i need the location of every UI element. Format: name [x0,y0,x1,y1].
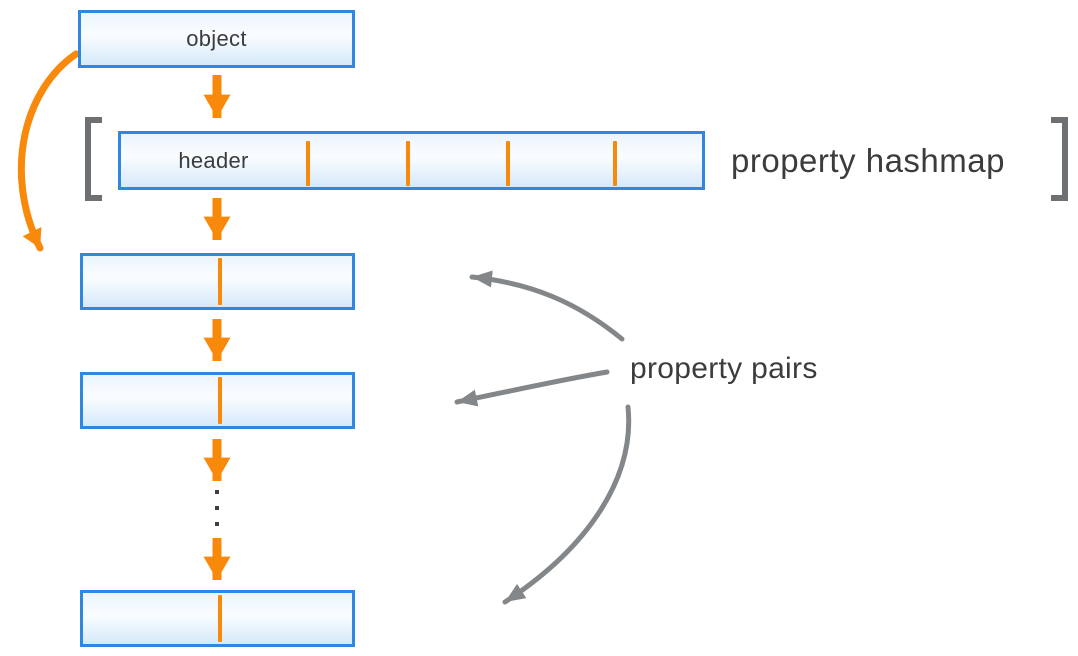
object-box: object [78,10,355,68]
hashmap-slot-divider [613,141,617,186]
ellipsis-dot [215,506,219,510]
hashmap-slot-divider [406,141,410,186]
property-pair-box-1 [80,253,355,310]
ellipsis-dot [215,490,219,494]
hashmap-slot-divider [506,141,510,186]
pointer-arrow-to-pair3 [502,404,632,605]
object-box-label: object [186,26,247,51]
ellipsis-dot [215,522,219,526]
pair-divider [218,377,222,424]
pointer-arrow-to-pair1 [469,270,625,342]
pair-divider [218,595,222,642]
curved-arrow-object-to-pair1 [17,50,80,252]
hashmap-header-label: header [178,147,249,173]
right-bracket [1051,117,1068,201]
property-hashmap-caption: property hashmap [731,142,1005,179]
property-pair-box-3 [80,590,355,647]
property-pair-box-2 [80,372,355,429]
left-bracket [85,117,102,201]
property-pairs-caption: property pairs [630,352,818,385]
pointer-arrow-to-pair2 [454,369,610,407]
hashmap-slot-divider [306,141,310,186]
hashmap-row-box: header [118,131,705,190]
pair-divider [218,258,222,305]
